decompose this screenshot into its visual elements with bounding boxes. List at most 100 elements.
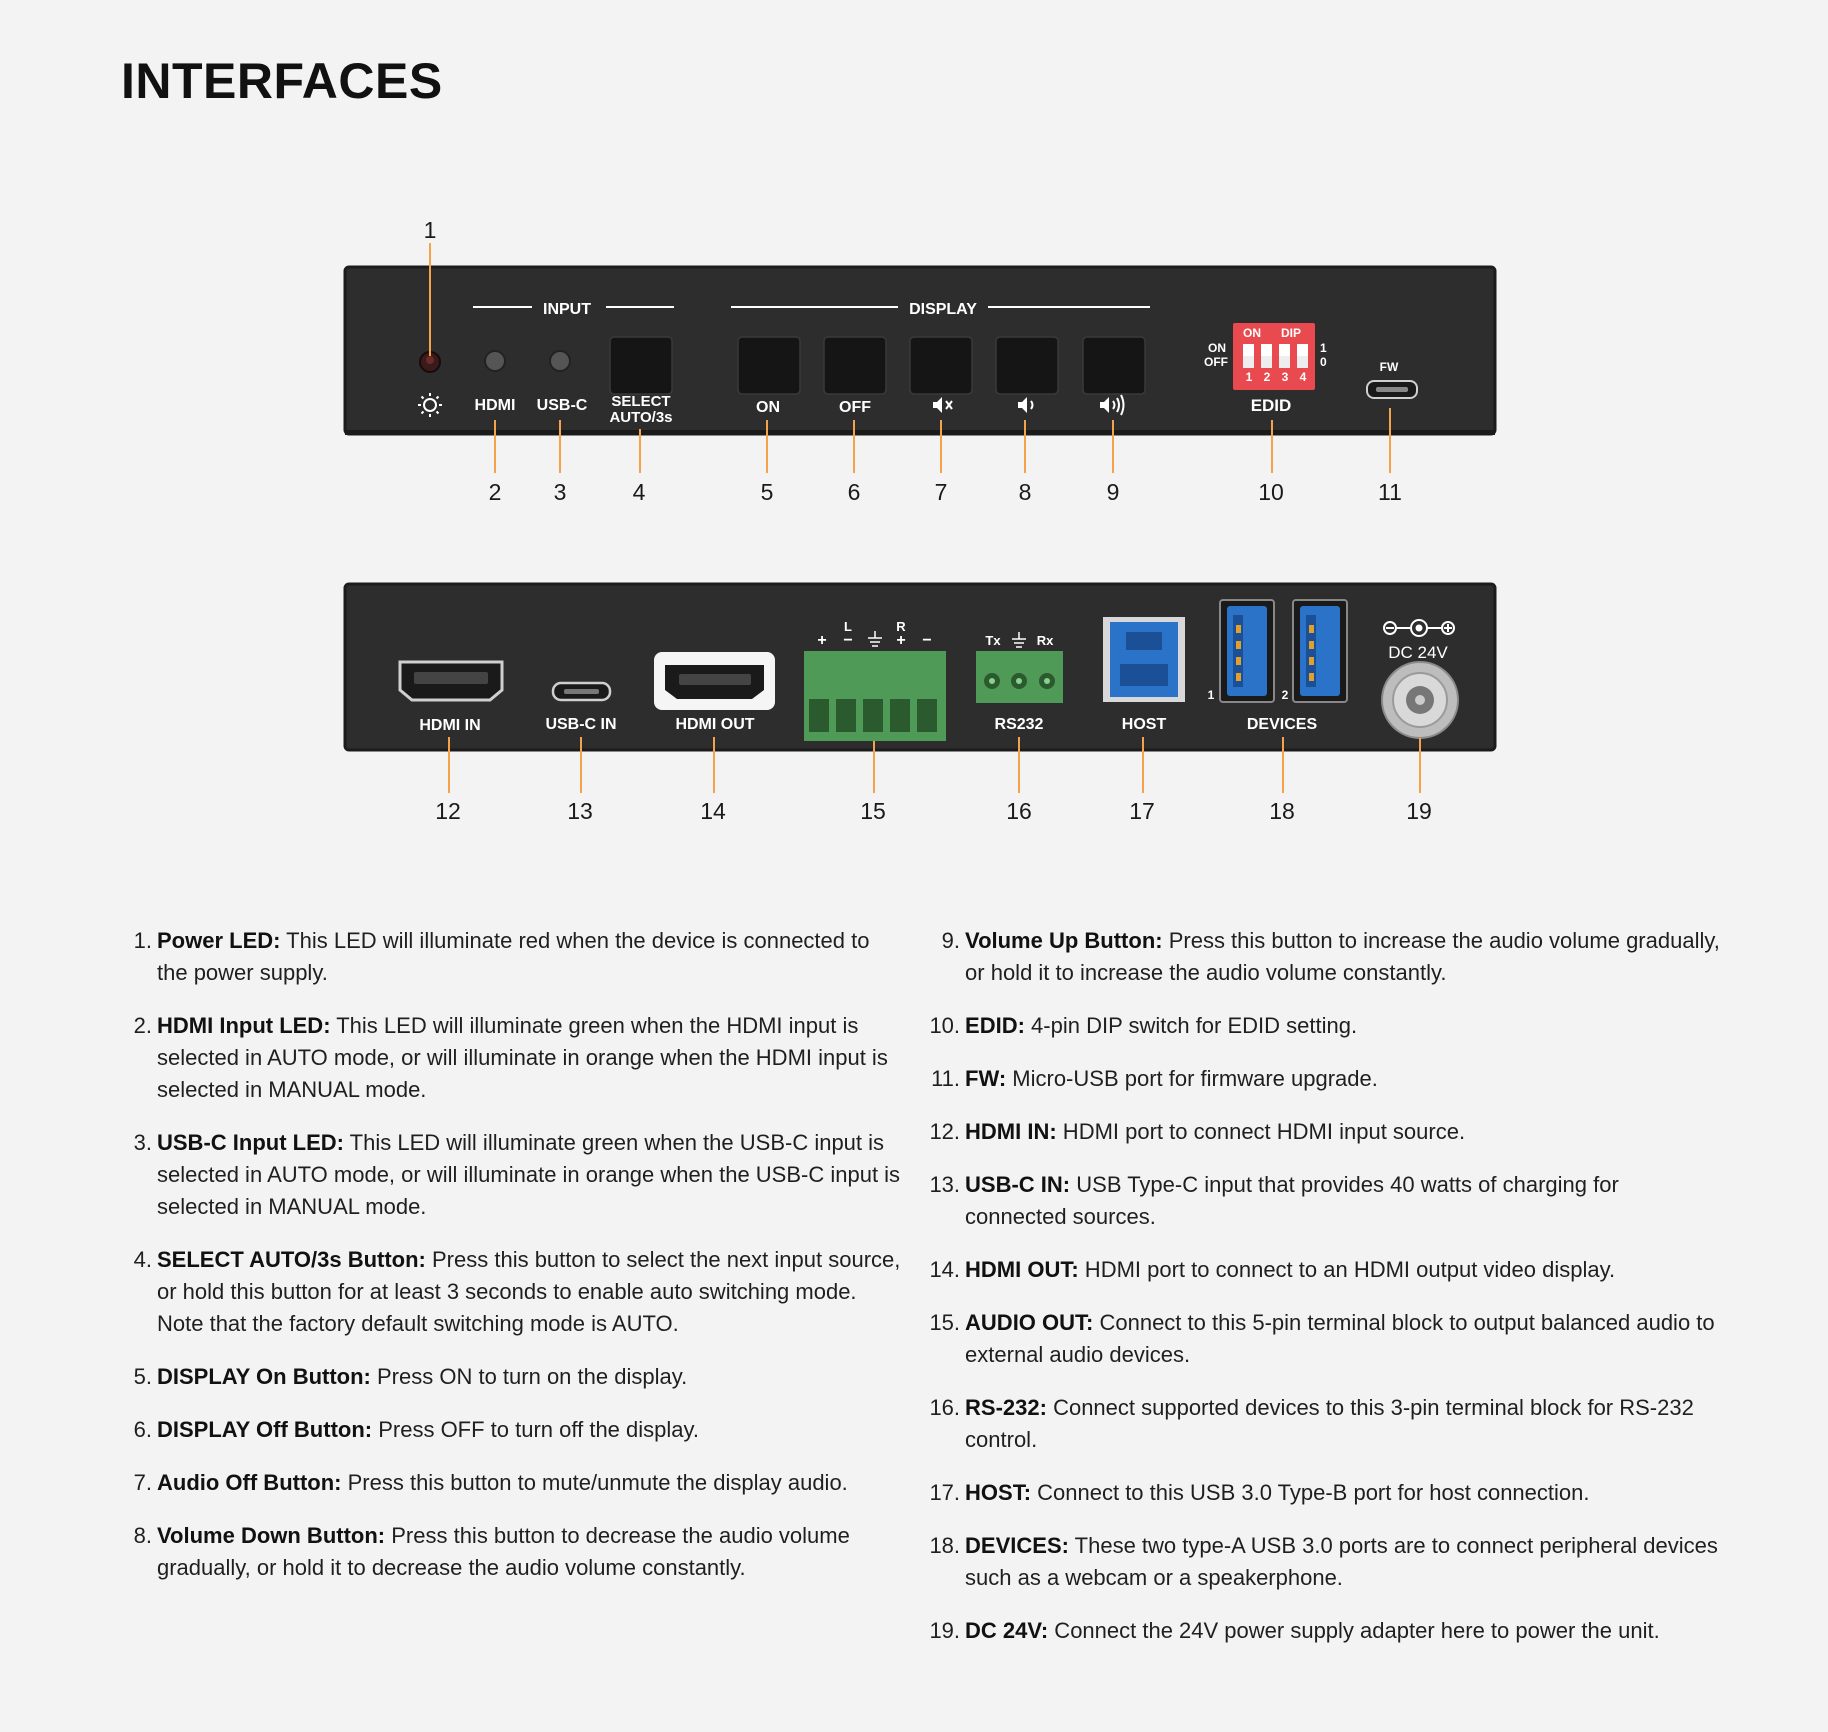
callout-5: 5 [761,479,774,505]
item-text: Connect to this 5-pin terminal block to … [965,1310,1715,1367]
volume-down-button[interactable] [995,336,1059,395]
item-text: This LED will illuminate red when the de… [157,928,870,985]
item-term: FW: [965,1066,1007,1091]
audio-l-label: L [844,619,852,634]
callout-15: 15 [860,798,886,824]
item-term: HDMI Input LED: [157,1013,331,1038]
item-term: Volume Up Button: [965,928,1163,953]
rs232-tx-label: Tx [985,633,1001,648]
callout-2: 2 [489,479,502,505]
item-number: 9. [941,928,961,953]
input-group-label: INPUT [543,301,591,318]
item-term: Power LED: [157,928,281,953]
polarity-icon [1383,619,1455,637]
callout-16: 16 [1006,798,1032,824]
volume-up-button[interactable] [1082,336,1146,395]
callout-13: 13 [567,798,593,824]
list-item: 4.SELECT AUTO/3s Button: Press this butt… [121,1244,905,1340]
item-term: HDMI IN: [965,1119,1057,1144]
audio-out-terminal[interactable] [804,651,946,741]
item-text: Press OFF to turn off the display. [372,1417,699,1442]
audio-minus-r: − [922,632,931,649]
item-term: SELECT AUTO/3s Button: [157,1247,426,1272]
rs232-terminal[interactable] [976,651,1063,703]
list-item: 19.DC 24V: Connect the 24V power supply … [927,1615,1721,1647]
front-panel: INPUT DISPLAY HDMI USB-C SELECT AUTO/3s … [343,217,1497,505]
list-item: 10.EDID: 4-pin DIP switch for EDID setti… [927,1010,1721,1042]
item-number: 17. [929,1480,961,1505]
callout-14: 14 [700,798,726,824]
display-off-button[interactable] [823,336,887,395]
item-text: HDMI port to connect HDMI input source. [1056,1119,1466,1144]
item-number: 4. [133,1247,152,1272]
dip-side-one: 1 [1320,341,1327,355]
item-text: Connect the 24V power supply adapter her… [1048,1618,1660,1643]
device-1-label: 1 [1208,688,1215,702]
list-item: 3.USB-C Input LED: This LED will illumin… [121,1127,905,1223]
callout-6: 6 [848,479,861,505]
item-number: 19. [929,1618,961,1643]
devices-usb-a-port-1[interactable] [1219,599,1275,703]
display-on-button[interactable] [737,336,801,395]
hdmi-input-led [484,350,506,372]
item-number: 13. [929,1172,961,1197]
list-item: 17.HOST: Connect to this USB 3.0 Type-B … [927,1477,1721,1509]
callout-17: 17 [1129,798,1155,824]
list-item: 7.Audio Off Button: Press this button to… [121,1467,905,1499]
item-text: Connect to this USB 3.0 Type-B port for … [1031,1480,1590,1505]
edid-dip-switch[interactable]: ON DIP 1 2 3 4 [1233,323,1315,390]
ground-icon [868,631,882,647]
item-text: Press this button to mute/unmute the dis… [341,1470,848,1495]
callout-19: 19 [1406,798,1432,824]
item-term: RS-232: [965,1395,1047,1420]
list-item: 8.Volume Down Button: Press this button … [121,1520,905,1584]
dip-side-off: OFF [1204,355,1228,369]
list-item: 14.HDMI OUT: HDMI port to connect to an … [927,1254,1721,1286]
devices-label: DEVICES [1247,716,1318,733]
callout-9: 9 [1107,479,1120,505]
item-term: AUDIO OUT: [965,1310,1094,1335]
item-text: Press this button to increase the audio … [965,928,1720,985]
dip-dip-label: DIP [1281,326,1301,340]
item-number: 8. [133,1523,152,1548]
hdmi-in-label: HDMI IN [419,717,480,734]
description-list-right: 9.Volume Up Button: Press this button to… [927,925,1721,1668]
item-term: DISPLAY On Button: [157,1364,371,1389]
dip-num-4: 4 [1300,370,1307,384]
item-text: 4-pin DIP switch for EDID setting. [1024,1013,1358,1038]
dip-num-3: 3 [1282,370,1289,384]
list-item: 13.USB-C IN: USB Type-C input that provi… [927,1169,1721,1233]
interfaces-diagram: INPUT DISPLAY HDMI USB-C SELECT AUTO/3s … [343,217,1497,824]
list-item: 2.HDMI Input LED: This LED will illumina… [121,1010,905,1106]
callout-7: 7 [935,479,948,505]
host-label: HOST [1122,716,1167,733]
item-term: USB-C Input LED: [157,1130,344,1155]
host-usb-b-port[interactable] [1103,617,1185,702]
rs232-label: RS232 [995,716,1044,733]
audio-off-button[interactable] [909,336,973,395]
item-number: 3. [133,1130,152,1155]
dc-power-jack[interactable] [1381,661,1459,739]
sun-icon [418,393,442,417]
device-2-label: 2 [1282,688,1289,702]
select-button[interactable] [609,336,673,395]
usbc-in-label: USB-C IN [545,716,616,733]
edid-label: EDID [1251,396,1292,415]
list-item: 1.Power LED: This LED will illuminate re… [121,925,905,989]
page-title: INTERFACES [121,53,443,109]
devices-usb-a-port-2[interactable] [1292,599,1348,703]
item-number: 5. [133,1364,152,1389]
dip-side-zero: 0 [1320,355,1327,369]
callout-3: 3 [554,479,567,505]
item-text: Connect supported devices to this 3-pin … [965,1395,1694,1452]
item-number: 1. [133,928,152,953]
hdmi-in-port[interactable] [398,660,504,702]
item-number: 2. [133,1013,152,1038]
list-item: 18.DEVICES: These two type-A USB 3.0 por… [927,1530,1721,1594]
dc-label: DC 24V [1388,643,1448,662]
callout-8: 8 [1019,479,1032,505]
item-number: 15. [929,1310,961,1335]
interface-descriptions: 1.Power LED: This LED will illuminate re… [121,925,1721,1668]
item-number: 7. [133,1470,152,1495]
item-number: 11. [931,1066,961,1091]
